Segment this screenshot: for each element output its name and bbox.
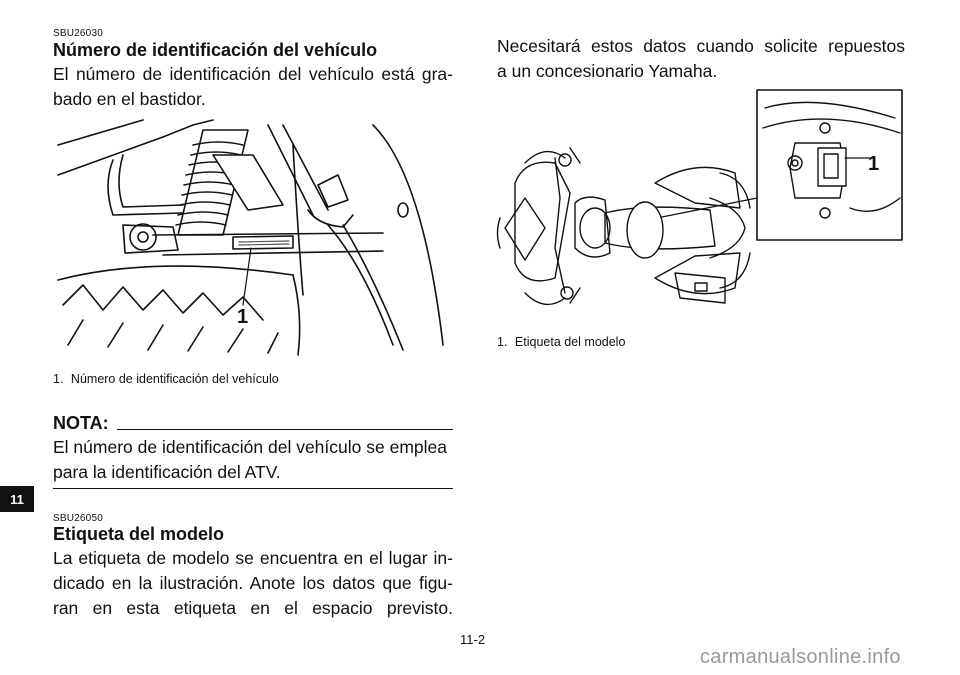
right-text-line2: a un concesionario Yamaha.: [497, 61, 718, 81]
nota-text-line1: El número de identificación del vehículo…: [53, 437, 447, 457]
vin-caption-num: 1.: [53, 372, 64, 386]
vin-caption-text: Número de identificación del vehículo: [70, 372, 279, 386]
nota-text-line2: para la identificación del ATV.: [53, 462, 281, 482]
heading-vin: Número de identificación del vehículo: [53, 40, 378, 60]
model-label-caption: 1. Etiqueta del modelo: [497, 335, 625, 349]
model-label-callout-number: 1: [868, 153, 879, 175]
model-label-illustration: 1: [495, 88, 905, 328]
section-code-vin: SBU26030: [53, 28, 103, 39]
vin-callout-number: 1: [237, 306, 248, 328]
vin-text-line2: bado en el bastidor.: [53, 89, 206, 109]
nota-rule-top: [117, 429, 453, 430]
vin-illustration: 1: [53, 115, 453, 360]
chapter-tab: 11: [0, 486, 34, 512]
page-number: 11-2: [460, 632, 486, 647]
watermark-text: carmanualsonline.info: [700, 646, 901, 668]
vin-text-line1: El número de identificación del vehículo…: [53, 64, 453, 84]
nota-label: NOTA:: [53, 413, 109, 433]
vin-caption: 1. Número de identificación del vehículo: [53, 372, 279, 386]
frame-drawing: 1: [57, 119, 444, 356]
heading-model-label: Etiqueta del modelo: [53, 524, 225, 544]
right-text-line1: Necesitará estos datos cuando solicite r…: [497, 36, 905, 56]
model-text-line2: dicado en la ilustración. Anote los dato…: [53, 573, 453, 593]
section-code-model-label: SBU26050: [53, 513, 103, 524]
model-text-line1: La etiqueta de modelo se encuentra en el…: [53, 548, 453, 568]
atv-top-view-drawing: 1: [496, 89, 903, 306]
nota-rule-bottom: [53, 488, 453, 489]
model-label-caption-text: Etiqueta del modelo: [514, 335, 626, 349]
model-label-caption-num: 1.: [497, 335, 508, 349]
model-text-line3: ran en esta etiqueta en el espacio previ…: [53, 598, 453, 618]
